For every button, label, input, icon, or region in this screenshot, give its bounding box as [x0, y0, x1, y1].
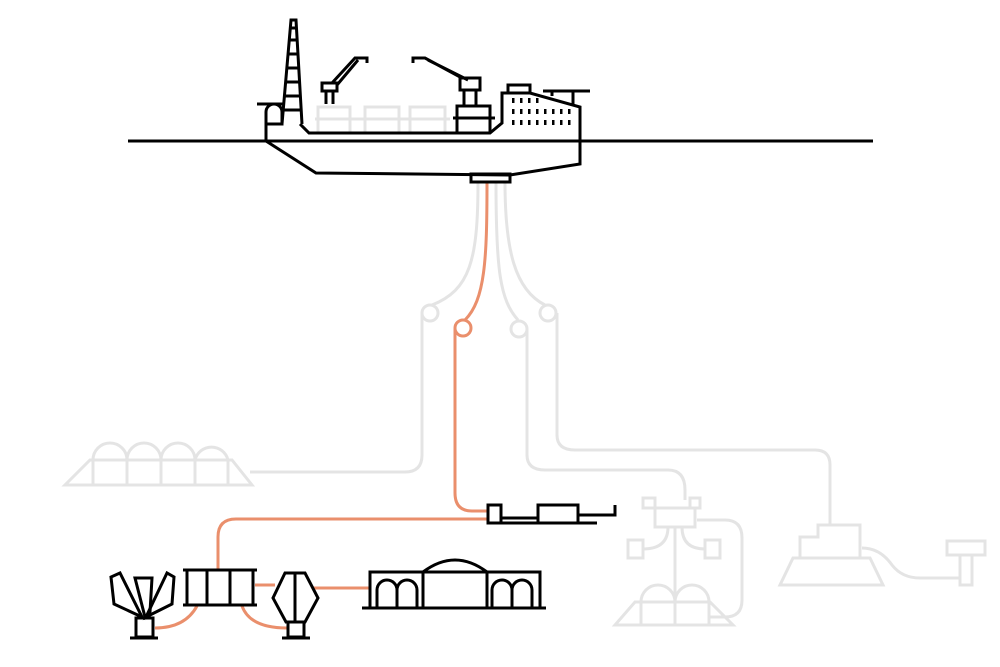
crane-left	[320, 56, 369, 104]
manifold-active	[183, 568, 257, 607]
window	[536, 109, 539, 114]
window	[520, 109, 523, 114]
riser-center-inactive	[494, 181, 687, 500]
window	[552, 109, 555, 114]
riser-right-inactive	[503, 181, 832, 525]
window	[560, 120, 563, 125]
window	[568, 120, 571, 125]
stern	[264, 102, 284, 141]
window	[528, 98, 531, 103]
xmas-tree-active	[486, 503, 617, 525]
accommodation-top	[506, 83, 590, 104]
hull	[265, 91, 582, 177]
window	[528, 120, 531, 125]
flare-tower	[257, 18, 304, 125]
window	[512, 120, 515, 125]
turret	[469, 172, 512, 184]
window	[536, 120, 539, 125]
riser-active	[154, 181, 489, 630]
wellhead-hex	[271, 571, 320, 640]
window	[544, 120, 547, 125]
gray-manifold-left	[61, 441, 256, 487]
window	[512, 109, 515, 114]
gray-template-tree	[611, 496, 744, 627]
window	[520, 98, 523, 103]
window	[544, 109, 547, 114]
windows	[512, 98, 571, 125]
wellhead-fan	[109, 570, 176, 640]
crane-right	[411, 56, 482, 106]
window	[552, 120, 555, 125]
crane-pedestal	[453, 104, 495, 133]
window	[528, 109, 531, 114]
window	[568, 109, 571, 114]
riser-left-inactive	[250, 181, 480, 474]
processing-building	[362, 558, 546, 610]
fpso-vessel	[128, 18, 873, 184]
gray-plem-structure	[777, 523, 987, 587]
window	[512, 98, 515, 103]
window	[560, 109, 563, 114]
window	[520, 120, 523, 125]
gray-cargo-tanks	[315, 105, 450, 135]
window	[536, 98, 539, 103]
